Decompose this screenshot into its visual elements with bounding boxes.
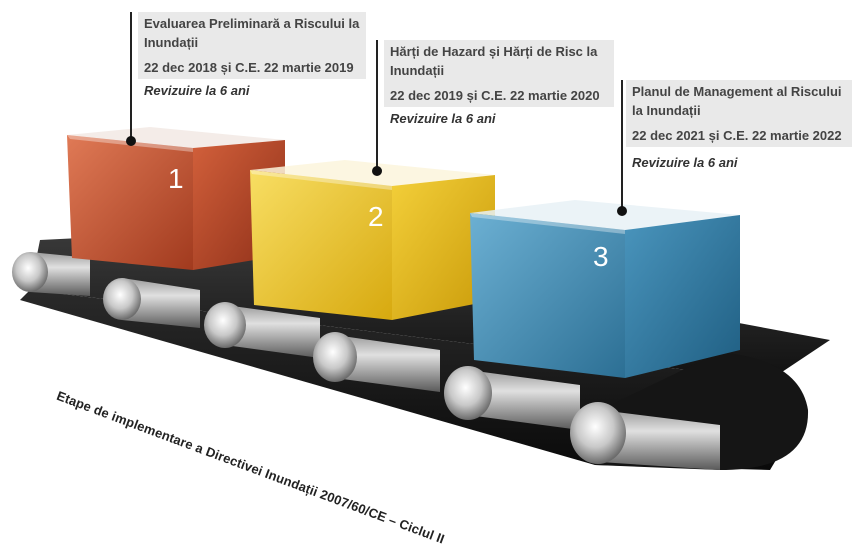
step-number: 1 xyxy=(168,163,184,194)
callout-1-leader xyxy=(130,12,132,142)
roller xyxy=(570,402,720,470)
step-3-box: 3 xyxy=(470,200,740,378)
conveyor-rollers xyxy=(12,252,720,470)
callout-step-2: Hărți de Hazard și Hărți de Risc la Inun… xyxy=(384,40,614,130)
callout-2-leader xyxy=(376,40,378,170)
roller xyxy=(204,302,320,358)
roller xyxy=(12,252,90,296)
step-number: 3 xyxy=(593,241,609,272)
step-title: Planul de Management al Riscului xyxy=(632,84,842,99)
callout-step-3: Planul de Management al Riscului la Inun… xyxy=(626,80,852,174)
callout-2-marker xyxy=(372,166,382,176)
step-2-box: 2 xyxy=(250,160,495,320)
step-title: Inundații xyxy=(144,35,199,50)
roller xyxy=(313,332,440,392)
step-dates: 22 dec 2021 și C.E. 22 martie 2022 xyxy=(632,128,842,143)
step-number: 2 xyxy=(368,201,384,232)
conveyor-diagram: 1 2 3 xyxy=(12,127,830,470)
callout-step-1: Evaluarea Preliminară a Riscului la Inun… xyxy=(138,12,366,102)
roller xyxy=(103,278,200,328)
callout-1-marker xyxy=(126,136,136,146)
step-title: Inundații xyxy=(390,63,445,78)
step-review: Revizuire la 6 ani xyxy=(384,107,614,130)
callout-3-marker xyxy=(617,206,627,216)
step-title: Evaluarea Preliminară a Riscului la xyxy=(144,16,360,31)
step-review: Revizuire la 6 ani xyxy=(626,147,852,174)
step-review: Revizuire la 6 ani xyxy=(138,79,366,102)
step-dates: 22 dec 2019 și C.E. 22 martie 2020 xyxy=(390,88,600,103)
step-title: Hărți de Hazard și Hărți de Risc la xyxy=(390,44,598,59)
callout-3-leader xyxy=(621,80,623,210)
step-dates: 22 dec 2018 și C.E. 22 martie 2019 xyxy=(144,60,354,75)
step-title: la Inundații xyxy=(632,103,701,118)
roller xyxy=(444,366,580,430)
